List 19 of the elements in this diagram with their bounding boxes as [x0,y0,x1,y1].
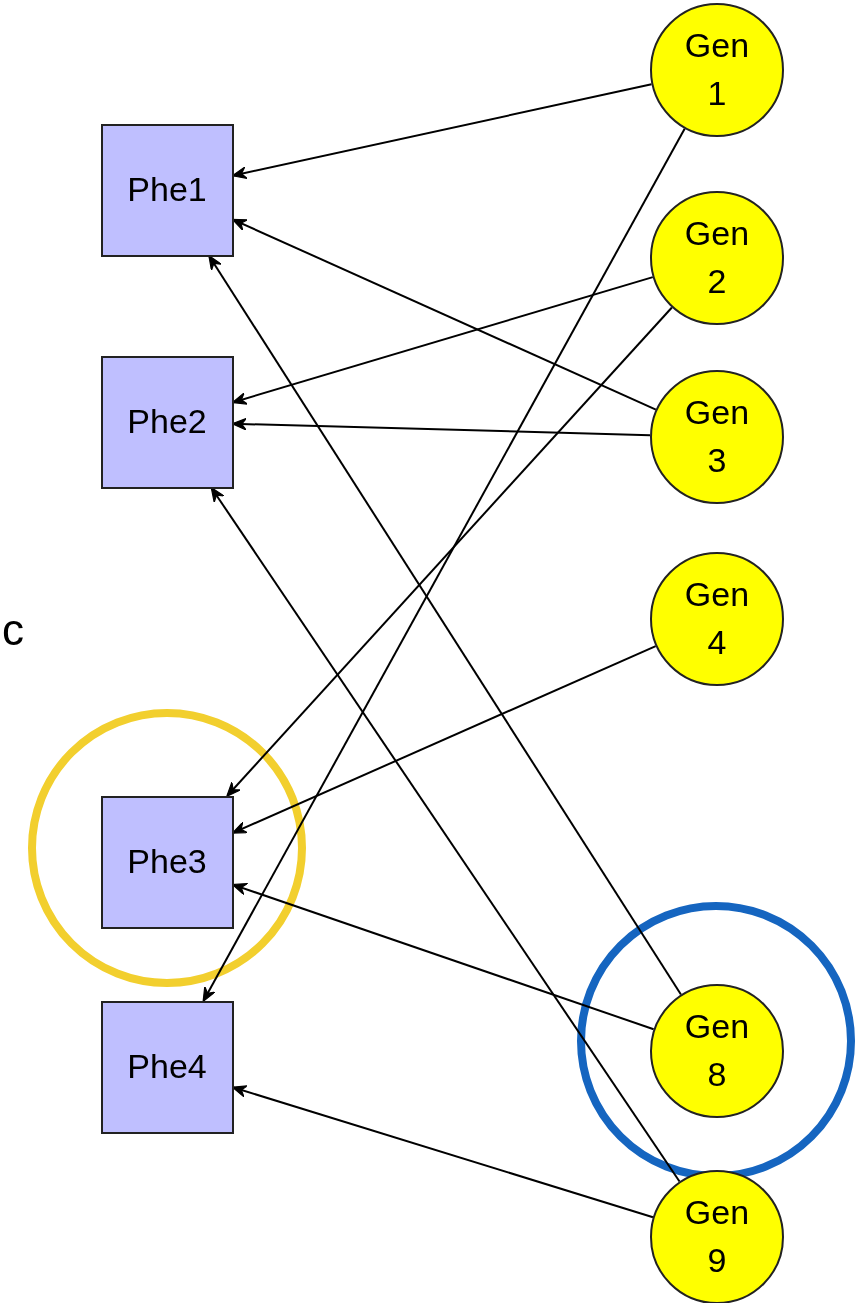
node-label: Phe2 [127,401,207,443]
arrow [208,254,682,996]
panel-letter: c [2,605,24,655]
node-label: Gen 8 [683,1006,751,1095]
arrow [210,486,681,1183]
node-label: Gen 4 [683,574,751,663]
node-label: Phe4 [127,1046,207,1088]
node-label: Gen 9 [683,1192,751,1281]
arrow [226,306,673,797]
node-label: Gen 3 [683,392,751,481]
phenotype-box [100,123,234,257]
arrow [202,127,686,1003]
phenotype-box [100,355,234,489]
node-label: Phe3 [127,841,207,883]
phenotype-box [100,1000,234,1134]
phenotype-box [100,795,234,929]
node-label: Gen 1 [683,25,751,114]
node-label: Gen 2 [683,213,751,302]
node-label: Phe1 [127,169,207,211]
